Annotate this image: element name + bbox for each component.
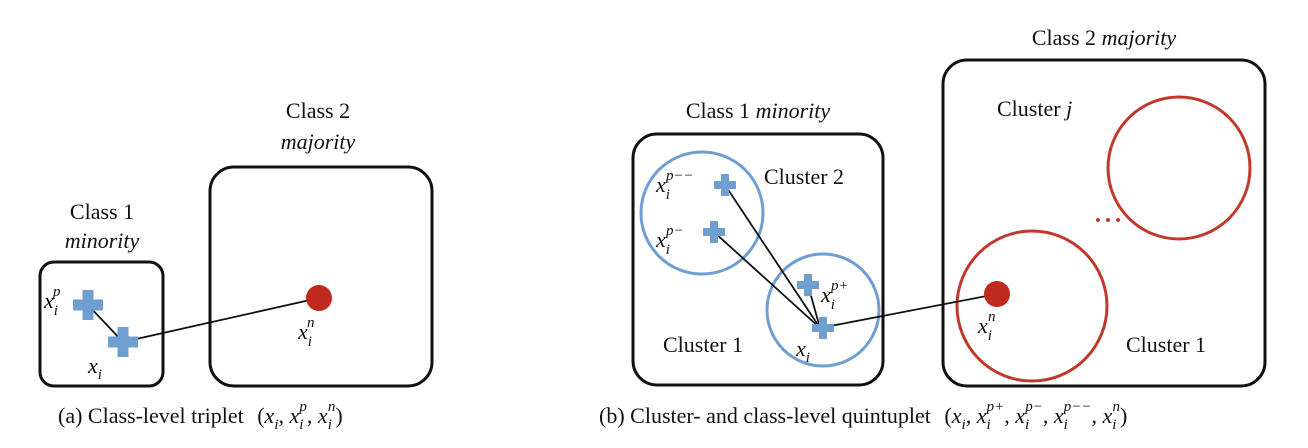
negative-label: xin <box>977 309 995 344</box>
plus-icon <box>703 221 725 243</box>
class1-title: Class 1 <box>70 199 134 224</box>
p-minus-label: xip− <box>655 223 684 258</box>
caption-b: (b) Cluster- and class-level quintuplet … <box>599 399 1127 433</box>
filled-circle-icon <box>306 285 332 311</box>
panel-a: Class 1 minority Class 2 majority xip xi… <box>38 98 434 433</box>
plus-icon <box>714 174 736 196</box>
class2-box <box>208 165 434 388</box>
panel-b: Class 1 minority Class 2 majority <box>599 25 1267 433</box>
class1-box <box>38 260 165 388</box>
plus-icon <box>797 274 819 296</box>
plus-icon <box>812 317 834 339</box>
cluster-1-left-label: Cluster 1 <box>663 332 743 357</box>
class2-box <box>941 58 1267 388</box>
class1-box <box>631 132 885 387</box>
plus-icon <box>73 290 103 320</box>
plus-icon <box>108 327 138 357</box>
anchor-label: xi <box>795 336 810 366</box>
ellipsis-dots <box>1096 218 1120 222</box>
cluster-j-circle <box>1106 95 1252 241</box>
link-p-minus <box>713 231 821 329</box>
class2-title: Class 2 majority <box>1032 25 1176 50</box>
anchor-negative-link <box>122 297 320 343</box>
cluster-2-label: Cluster 2 <box>764 164 844 189</box>
class2-title: Class 2 <box>286 98 350 123</box>
negative-label: xin <box>297 315 314 350</box>
anchor-label: xi <box>87 353 102 383</box>
cluster-1-circle <box>765 252 881 368</box>
p-minus-minus-label: xip−− <box>655 168 694 203</box>
cluster-1-red-circle <box>955 229 1109 383</box>
cluster-j-label: Cluster j <box>997 96 1072 121</box>
link-negative <box>819 293 998 329</box>
link-p-minus-minus <box>724 184 821 329</box>
cluster-1-right-label: Cluster 1 <box>1126 332 1206 357</box>
class2-subtitle: majority <box>281 129 356 154</box>
class1-subtitle: minority <box>65 228 140 253</box>
filled-circle-icon <box>984 281 1010 307</box>
anchor-positive-link <box>87 304 124 343</box>
caption-a: (a) Class-level triplet (xi, xip, xin) <box>58 399 343 433</box>
p-plus-label: xip+ <box>820 278 849 313</box>
cluster-2-circle <box>639 150 765 276</box>
positive-label: xip <box>43 284 61 319</box>
class1-title: Class 1 minority <box>686 98 830 123</box>
